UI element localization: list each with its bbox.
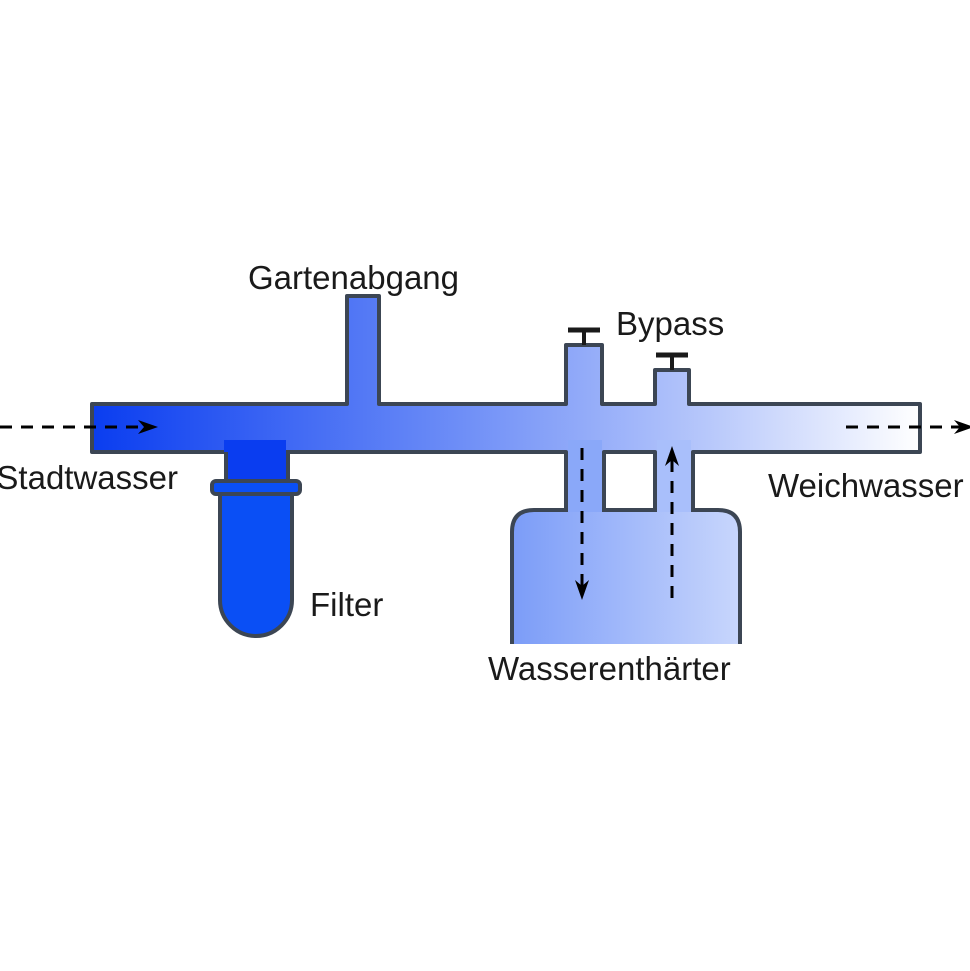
filter-ring <box>210 479 302 496</box>
label-filter: Filter <box>310 586 383 623</box>
label-garden: Gartenabgang <box>248 259 459 296</box>
softener-tank <box>510 450 742 644</box>
valve-left-icon[interactable] <box>568 327 600 345</box>
label-softener: Wasserenthärter <box>488 650 731 687</box>
valve-right-icon[interactable] <box>656 352 688 370</box>
filter-cup <box>218 492 294 638</box>
label-inlet: Stadtwasser <box>0 459 178 496</box>
label-outlet: Weichwasser <box>768 467 964 504</box>
label-bypass: Bypass <box>616 305 724 342</box>
